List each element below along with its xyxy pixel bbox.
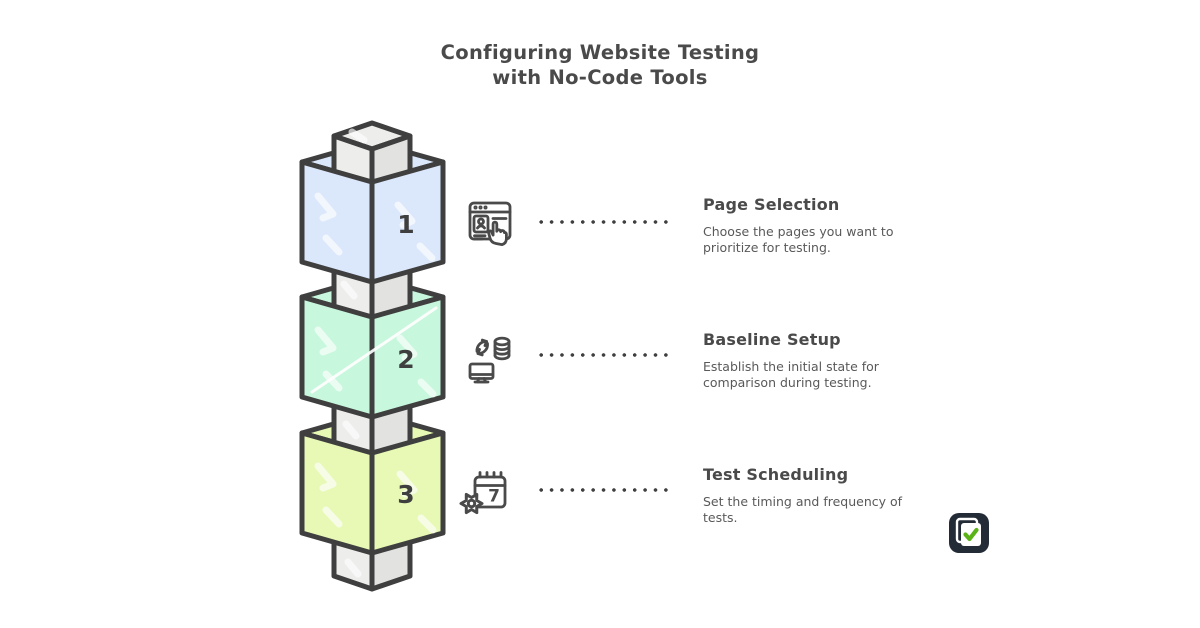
sketch-highlights: [314, 128, 437, 578]
gear-shape: [459, 492, 484, 515]
connector-column: [331, 120, 413, 592]
page-title: Configuring Website Testing with No-Code…: [0, 40, 1200, 90]
step-2-text: Baseline Setup Establish the initial sta…: [703, 330, 918, 390]
connector-left-face: [331, 133, 375, 592]
connector-right-face: [369, 133, 413, 592]
sync-database-icon: [468, 336, 511, 384]
block-1: [299, 159, 446, 285]
calendar-day-number: 7: [488, 487, 500, 507]
dotted-connector-2: [536, 352, 670, 358]
block-2-top-face: [299, 274, 446, 320]
block-2-left-face: [299, 294, 375, 420]
step-3-description: Set the timing and frequency of tests.: [703, 494, 903, 525]
check-card-logo: [949, 513, 989, 553]
step-1-heading: Page Selection: [703, 195, 840, 214]
block-2-right-face: [369, 294, 446, 420]
calendar-gear-icon: 7: [459, 471, 507, 515]
sketch-streak: [310, 306, 438, 394]
block-1-left-face: [299, 159, 375, 285]
browser-page-select-icon: [468, 201, 512, 246]
step-3-text: Test Scheduling Set the timing and frequ…: [703, 465, 918, 525]
step-2-heading: Baseline Setup: [703, 330, 841, 349]
block-3-left-face: [299, 430, 375, 556]
connector-top-face: [331, 120, 413, 152]
block-1-number: 1: [397, 210, 414, 239]
block-3-top-face: [299, 410, 446, 456]
check-card-logo-graphic: [949, 513, 989, 553]
block-2: [299, 294, 446, 420]
tower-outlines: 1 2 3: [299, 120, 446, 592]
step-2-description: Establish the initial state for comparis…: [703, 359, 879, 390]
block-1-top-face: [299, 139, 446, 185]
block-2-number: 2: [397, 345, 414, 374]
block-3: [299, 430, 446, 556]
dotted-connector-3: [536, 487, 670, 493]
dotted-connector-1: [536, 219, 670, 225]
check-mark: [963, 527, 979, 542]
page-title-line2: with No-Code Tools: [492, 66, 708, 89]
block-3-number: 3: [397, 480, 414, 509]
step-1-description: Choose the pages you want to prioritize …: [703, 224, 894, 255]
block-1-right-face: [369, 159, 446, 285]
block-3-right-face: [369, 430, 446, 556]
step-1-text: Page Selection Choose the pages you want…: [703, 195, 918, 255]
page-title-line1: Configuring Website Testing: [440, 41, 760, 64]
step-3-heading: Test Scheduling: [703, 465, 849, 484]
